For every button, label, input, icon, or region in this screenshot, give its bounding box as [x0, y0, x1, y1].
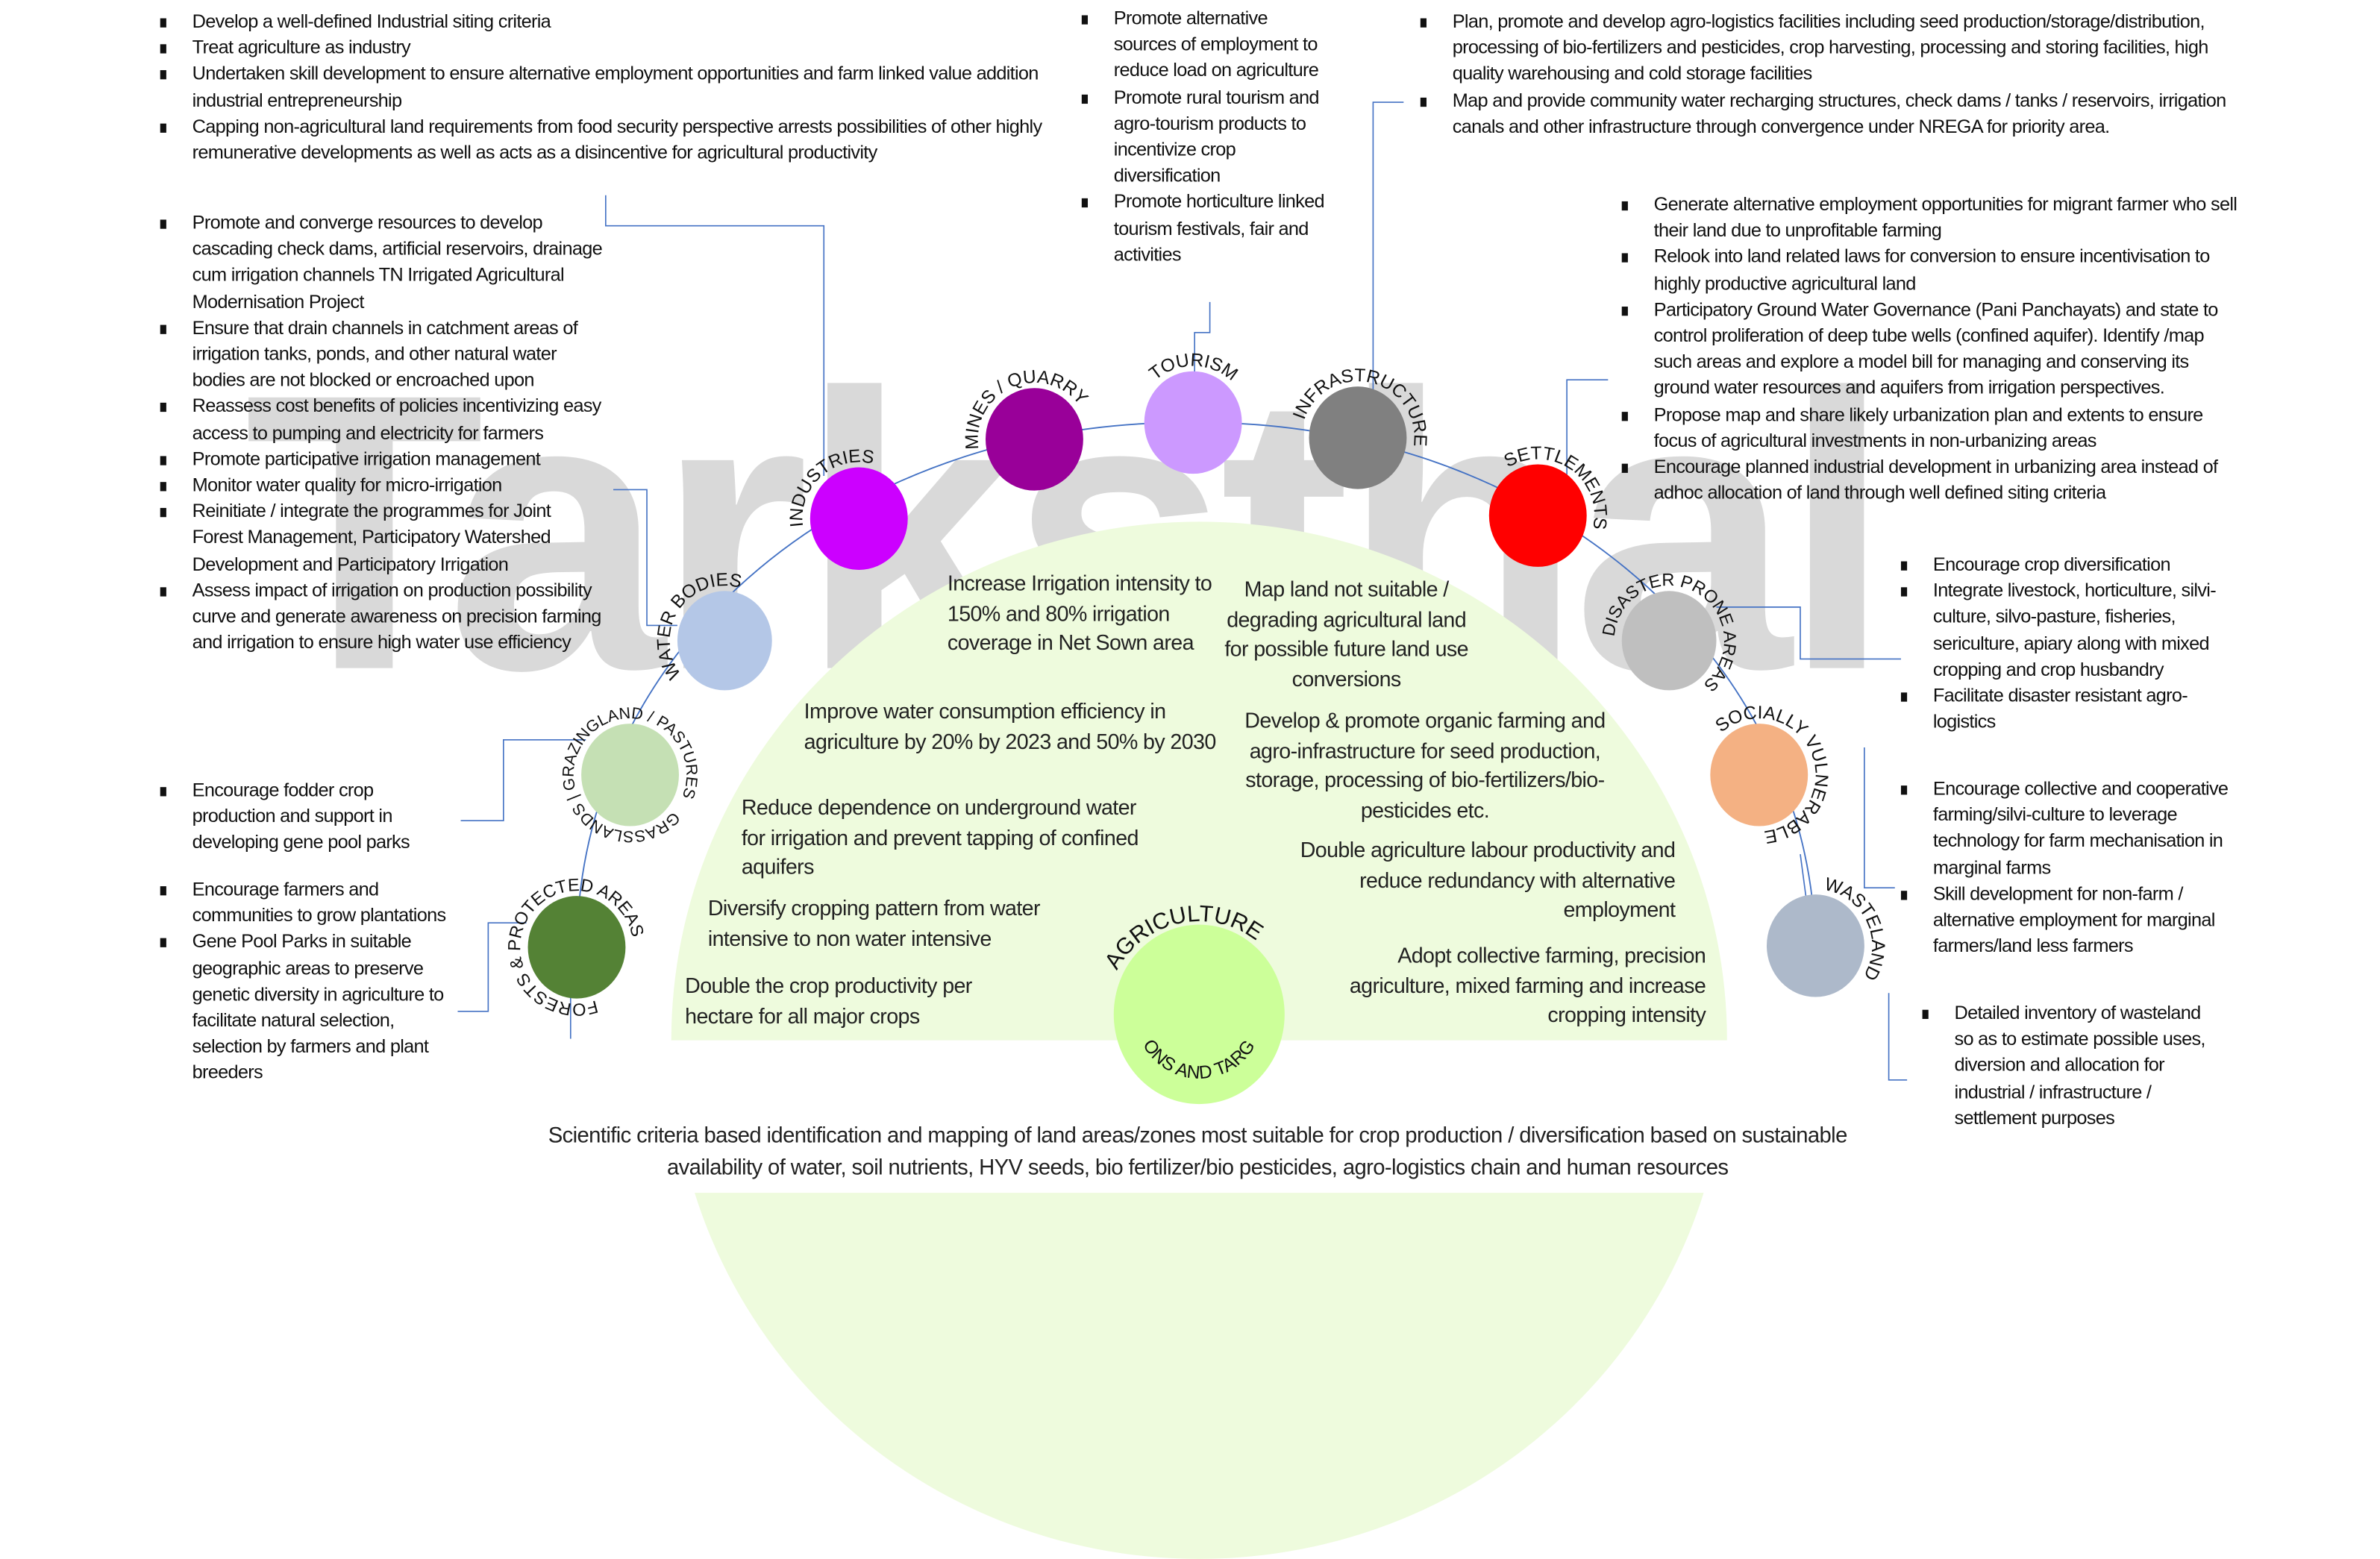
water-bodies-actions: Promote and converge resources to develo… [160, 210, 606, 656]
target-crop-productivity: Double the crop productivity per hectare… [685, 973, 972, 1028]
infrastructure-circle [1309, 386, 1407, 489]
bullet-item: Plan, promote and develop agro-logistics… [1420, 9, 2252, 88]
bullet-item: Encourage collective and cooperative far… [1900, 777, 2244, 882]
bullet-item: Relook into land related laws for conver… [1621, 245, 2240, 297]
bullet-item: Encourage crop diversification [1900, 552, 2244, 578]
node-grasslands: GRASSLANDS | GRAZINGLAND / PASTURES [560, 704, 701, 846]
tourism-actions: Promote alternative sources of employmen… [1081, 6, 1326, 269]
socially-vulnerable-actions: Encourage collective and cooperative far… [1900, 777, 2244, 961]
connector-line [457, 922, 527, 1012]
connector-line [1888, 993, 1908, 1081]
bullet-item: Undertaken skill development to ensure a… [160, 62, 1076, 114]
connector-line [1716, 606, 1901, 660]
bullet-item: Promote horticulture linked tourism fest… [1081, 189, 1326, 269]
connector-line [1194, 301, 1211, 376]
infrastructure-actions: Plan, promote and develop agro-logistics… [1420, 9, 2252, 140]
bullet-item: Monitor water quality for micro-irrigati… [160, 473, 606, 499]
node-infrastructure: INFRASTRUCTURE [1289, 366, 1430, 489]
node-mines: MINES / QUARRY [962, 367, 1092, 491]
water-bodies-circle [677, 591, 772, 691]
grasslands-circle [581, 724, 679, 826]
bullet-item: Encourage farmers and communities to gro… [160, 877, 451, 929]
grasslands-actions: Encourage fodder crop production and sup… [160, 778, 451, 857]
settlements-actions: Generate alternative employment opportun… [1621, 192, 2240, 507]
connector-line [613, 489, 677, 627]
bullet-item: Assess impact of irrigation on productio… [160, 578, 606, 657]
bullet-item: Encourage fodder crop production and sup… [160, 778, 451, 857]
bullet-item: Encourage planned industrial development… [1621, 454, 2240, 506]
bullet-item: Develop a well-defined Industrial siting… [160, 9, 1076, 35]
connector-line [1800, 854, 1807, 900]
target-diversify-cropping: Diversify cropping pattern from water in… [707, 895, 1041, 950]
target-collective-farming: Adopt collective farming, precision agri… [1349, 942, 1706, 1027]
node-forests: FORESTS & PROTECTED AREAS [504, 875, 648, 1020]
agriculture-circle [1113, 924, 1285, 1105]
bullet-item: Integrate livestock, horticulture, silvi… [1900, 578, 2244, 683]
bullet-item: Detailed inventory of wasteland so as to… [1922, 1000, 2213, 1132]
node-water-bodies: WATER BODIES [654, 570, 772, 691]
bullet-item: Propose map and share likely urbanizatio… [1621, 402, 2240, 454]
bullet-item: Reassess cost benefits of policies incen… [160, 394, 606, 446]
connector-line [1864, 747, 1895, 888]
bullet-item: Gene Pool Parks in suitable geographic a… [160, 929, 451, 1087]
node-industries: INDUSTRIES [786, 446, 908, 570]
industries-circle [809, 467, 908, 570]
target-map-land: Map land not suitable / degrading agricu… [1224, 576, 1468, 691]
bullet-item: Promote alternative sources of employmen… [1081, 6, 1326, 85]
connector-line [605, 195, 825, 477]
bullet-item: Reinitiate / integrate the programmes fo… [160, 499, 606, 578]
node-diagram: INDUSTRIES MINES / QUARRY TOURISM INFRASTRU… [0, 0, 1908, 1105]
socially-vulnerable-circle [1710, 724, 1809, 826]
industries-actions: Develop a well-defined Industrial siting… [160, 9, 1076, 166]
bullet-item: Skill development for non-farm / alterna… [1900, 882, 2244, 961]
target-water-efficiency: Improve water consumption efficiency in … [804, 698, 1217, 753]
wasteland-circle [1766, 894, 1864, 997]
bullet-item: Promote rural tourism and agro-tourism p… [1081, 85, 1326, 190]
bullet-item: Participatory Ground Water Governance (P… [1621, 297, 2240, 402]
bullet-item: Treat agriculture as industry [160, 35, 1076, 61]
mines-circle [986, 388, 1083, 491]
bullet-item: Capping non-agricultural land requiremen… [160, 114, 1076, 166]
bullet-item: Facilitate disaster resistant agro-logis… [1900, 683, 2244, 735]
settlements-circle [1488, 464, 1587, 567]
footer-note: Scientific criteria based identification… [548, 1124, 1848, 1181]
node-wasteland: WASTELAND [1766, 874, 1888, 997]
connector-line [1372, 101, 1404, 394]
node-tourism: TOURISM [1144, 350, 1242, 474]
tourism-circle [1144, 371, 1242, 474]
bullet-item: Ensure that drain channels in catchment … [160, 316, 606, 395]
node-socially-vulnerable: SOCIALLY VULNERABLE [1710, 703, 1832, 847]
bullet-item: Promote and converge resources to develo… [160, 210, 606, 316]
bullet-item: Promote participative irrigation managem… [160, 447, 606, 473]
forests-circle [527, 896, 626, 999]
node-disaster-prone: DISASTER PRONE AREAS [1599, 570, 1741, 695]
target-irrigation: Increase Irrigation intensity to 150% an… [947, 570, 1212, 655]
target-groundwater: Reduce dependence on underground water f… [741, 794, 1139, 879]
bullet-item: Map and provide community water rechargi… [1420, 88, 2252, 140]
bullet-item: Generate alternative employment opportun… [1621, 192, 2240, 245]
forests-actions: Encourage farmers and communities to gro… [160, 877, 451, 1087]
disaster-prone-circle [1621, 591, 1717, 691]
target-labour-productivity: Double agriculture labour productivity a… [1300, 837, 1676, 922]
node-settlements: SETTLEMENTS [1488, 443, 1610, 567]
connector-line [1566, 379, 1609, 486]
connector-line [460, 738, 586, 821]
target-organic-farming: Develop & promote organic farming and ag… [1244, 707, 1606, 822]
wasteland-actions: Detailed inventory of wasteland so as to… [1922, 1000, 2213, 1132]
